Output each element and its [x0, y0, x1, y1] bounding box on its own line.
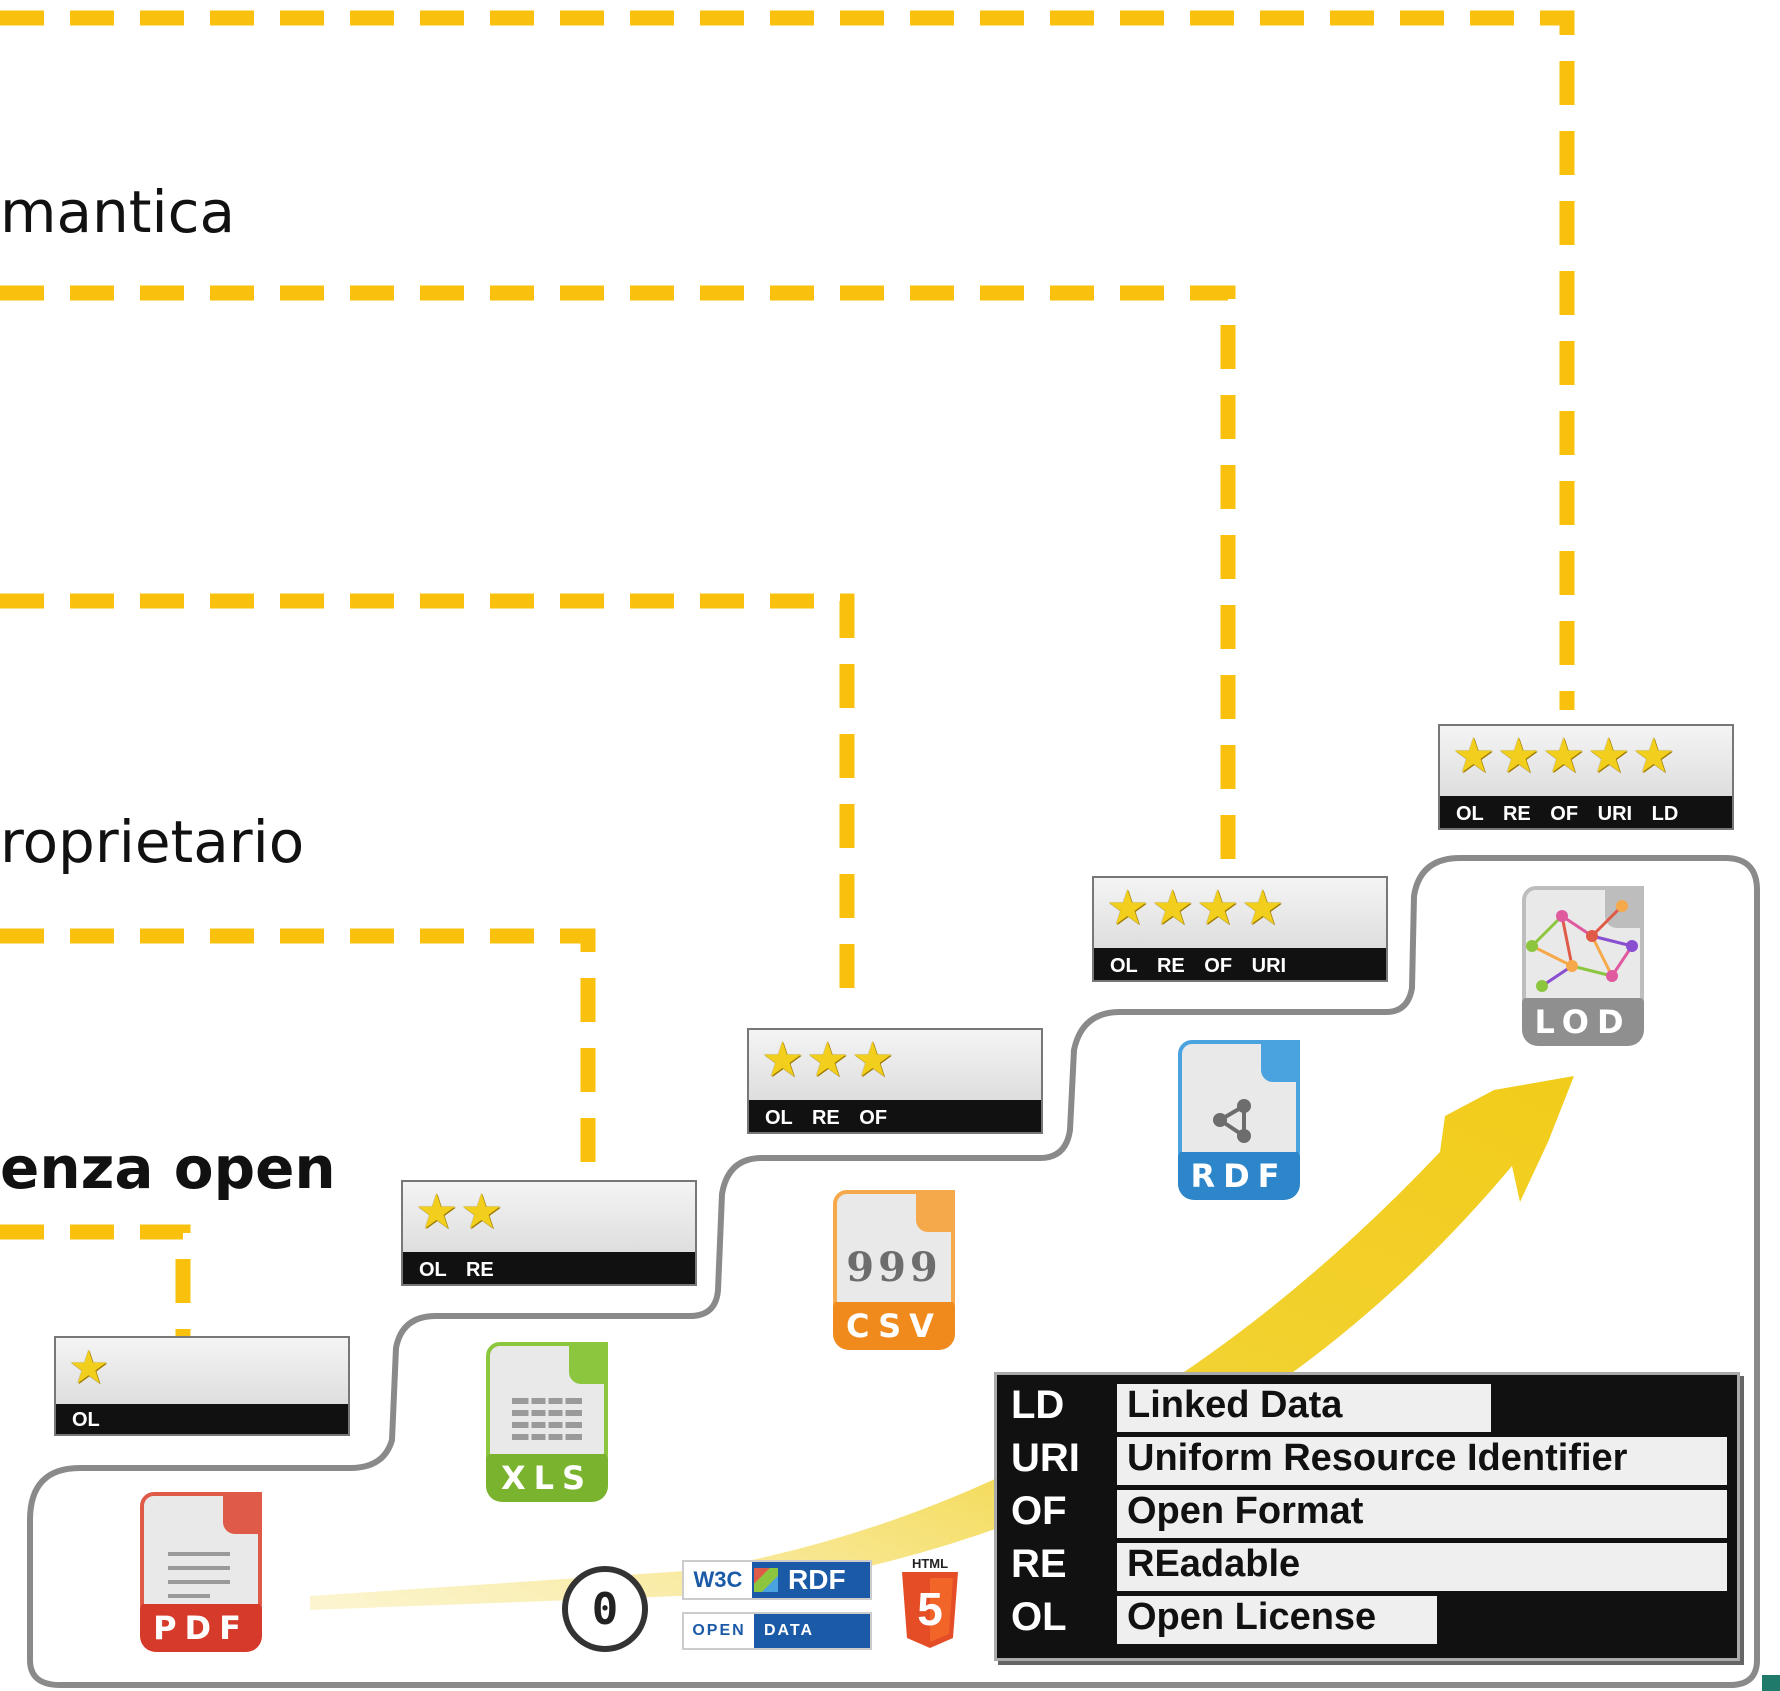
corner-accent	[1762, 1675, 1780, 1691]
rating-badge-5-stars: ★★★★★ OL RE OF URI LD	[1438, 724, 1734, 830]
star-icon: ★★★★	[1106, 880, 1287, 936]
star-icon: ★	[68, 1340, 112, 1394]
dashed-line-3-stars	[0, 593, 855, 992]
file-band: RDF	[1178, 1152, 1300, 1200]
legend-row: URI Uniform Resource Identifier	[997, 1434, 1737, 1487]
rating-badge-1-star: ★ OL	[54, 1336, 350, 1436]
rdf-label: RDF	[788, 1564, 846, 1595]
file-fold	[568, 1342, 608, 1384]
file-band: LOD	[1522, 998, 1644, 1046]
text-lines-icon	[168, 1552, 230, 1598]
xls-file-icon: XLS	[486, 1342, 608, 1502]
rating-badge-2-stars: ★★ OL RE	[401, 1180, 697, 1286]
lod-file-icon: LOD	[1522, 886, 1644, 1046]
label-proprietario: roprietario	[0, 808, 305, 876]
file-fold	[222, 1492, 262, 1534]
growth-arrow	[310, 1076, 1574, 1610]
spreadsheet-grid-icon	[512, 1396, 582, 1442]
dashed-line-1-star	[0, 1224, 191, 1338]
w3c-logo: W3C	[684, 1562, 752, 1598]
dashed-line-4-stars	[0, 285, 1236, 888]
file-band: PDF	[140, 1604, 262, 1652]
rdf-cube-icon	[754, 1568, 778, 1592]
staircase-outline	[27, 855, 1760, 1688]
pdf-file-icon: PDF	[140, 1492, 262, 1652]
legend-row: OL Open License	[997, 1593, 1737, 1646]
dashed-line-2-stars	[0, 928, 596, 1162]
w3c-rdf-badge: W3C RDF	[682, 1560, 872, 1600]
cc-zero-icon: 0	[562, 1566, 648, 1652]
file-band: XLS	[486, 1454, 608, 1502]
open-data-badge: OPEN DATA	[682, 1612, 872, 1650]
rdf-file-icon: RDF	[1178, 1040, 1300, 1200]
legend-row: RE REadable	[997, 1540, 1737, 1593]
star-icon: ★★★	[761, 1032, 897, 1088]
share-graph-icon	[1213, 1099, 1251, 1143]
star-icon: ★★★★★	[1452, 728, 1678, 784]
csv-file-icon: 999 CSV	[833, 1190, 955, 1350]
html5-logo: HTML 5	[898, 1556, 962, 1652]
star-icon: ★★	[415, 1184, 506, 1240]
comma-glyph: 999	[846, 1244, 942, 1291]
dashed-line-5-stars	[0, 10, 1575, 710]
legend-table: LD Linked Data URI Uniform Resource Iden…	[994, 1372, 1740, 1661]
file-fold	[915, 1190, 955, 1232]
rating-badge-3-stars: ★★★ OL RE OF	[747, 1028, 1043, 1134]
label-licenza-open: enza open	[0, 1134, 336, 1202]
rating-badge-4-stars: ★★★★ OL RE OF URI	[1092, 876, 1388, 982]
html5-shield-icon	[902, 1572, 958, 1648]
file-band: CSV	[833, 1302, 955, 1350]
file-fold	[1260, 1040, 1300, 1082]
linked-data-network-icon	[1526, 900, 1638, 992]
legend-row: OF Open Format	[997, 1487, 1737, 1540]
legend-row: LD Linked Data	[997, 1381, 1737, 1434]
label-semantica: mantica	[0, 178, 236, 246]
